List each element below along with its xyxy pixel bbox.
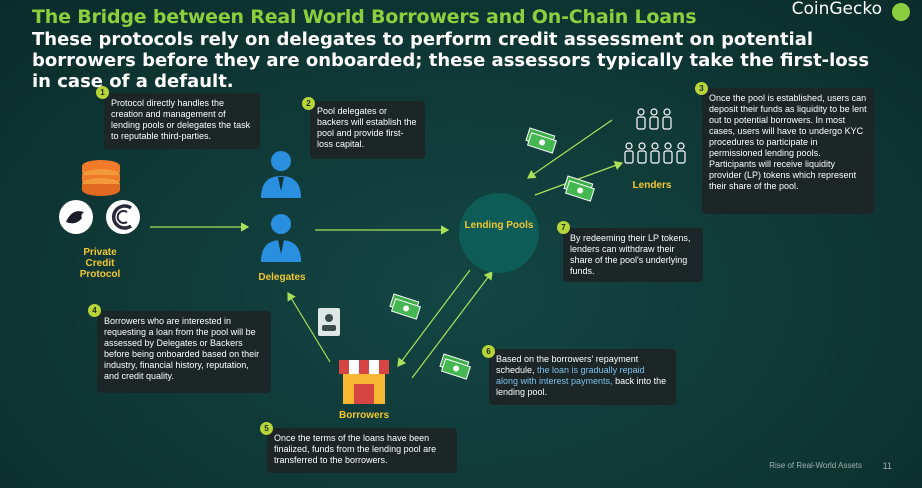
step-1-text: Protocol directly handles the creation a… [111,98,251,141]
step-6-text-highlight: the loan is gradually repaid along with … [496,365,645,386]
delegate-person-icon [261,214,301,262]
arrow-lenders-to-pool [527,119,613,179]
step-7-box: By redeeming their LP tokens, lenders ca… [563,228,703,282]
lending-pool-circle [459,193,539,273]
bird-protocol-icon [59,200,93,234]
step-5-text: Once the terms of the loans have been fi… [274,433,437,465]
id-card-icon [318,308,340,336]
money-stack-icon [525,127,557,154]
delegates-label: Delegates [258,272,306,283]
step-3-box: Once the pool is established, users can … [702,88,874,214]
slide-subtitle: These protocols rely on delegates to per… [32,29,870,92]
step-6-badge: 6 [482,345,495,358]
step-2-text: Pool delegates or backers will establish… [317,106,417,149]
arrow-borrowers-to-delegates [287,291,331,363]
coin-stack-icon [82,160,120,196]
step-4-text: Borrowers who are interested in requesti… [104,316,260,381]
lender-person-icon [637,142,647,164]
lender-person-icon [663,142,673,164]
step-7-text: By redeeming their LP tokens, lenders ca… [570,233,691,276]
slide-title: The Bridge between Real World Borrowers … [32,6,697,28]
step-4-badge: 4 [88,304,101,317]
step-6-text-before: Based on the borrowers' repayment schedu… [496,354,639,375]
lender-person-icon [676,142,686,164]
step-2-badge: 2 [302,97,315,110]
step-3-badge: 3 [695,82,708,95]
money-stack-icon [389,293,421,320]
lending-pool-label: Lending Pools [464,220,534,231]
step-1-badge: 1 [96,86,109,99]
footer-text: Rise of Real-World Assets [769,461,862,470]
c-protocol-icon [106,200,140,234]
step-3-text: Once the pool is established, users can … [709,93,867,191]
delegate-person-icon [261,151,301,198]
step-7-badge: 7 [557,221,570,234]
page-number: 11 [882,461,892,471]
protocol-label: Private Credit Protocol [79,247,121,280]
lender-person-icon [649,108,659,130]
step-5-badge: 5 [260,422,273,435]
lender-person-icon [650,142,660,164]
gecko-logo-icon [892,3,910,21]
borrowers-label: Borrowers [338,410,389,421]
step-5-box: Once the terms of the loans have been fi… [267,428,457,473]
step-4-box: Borrowers who are interested in requesti… [97,311,271,393]
step-6-box: Based on the borrowers' repayment schedu… [489,349,676,405]
step-2-box: Pool delegates or backers will establish… [310,101,425,159]
arrow-pool-to-borrowers [397,269,471,367]
arrow-borrowers-to-pool [411,271,493,379]
lender-person-icon [624,142,634,164]
brand-name: CoinGecko [791,0,882,19]
money-stack-icon [439,353,471,380]
lenders-label: Lenders [632,180,672,191]
step-1-box: Protocol directly handles the creation a… [104,93,260,149]
money-stack-icon [563,175,595,202]
lender-person-icon [636,108,646,130]
step-6-text-after: back into the lending pool. [496,376,667,397]
lender-person-icon [662,108,672,130]
